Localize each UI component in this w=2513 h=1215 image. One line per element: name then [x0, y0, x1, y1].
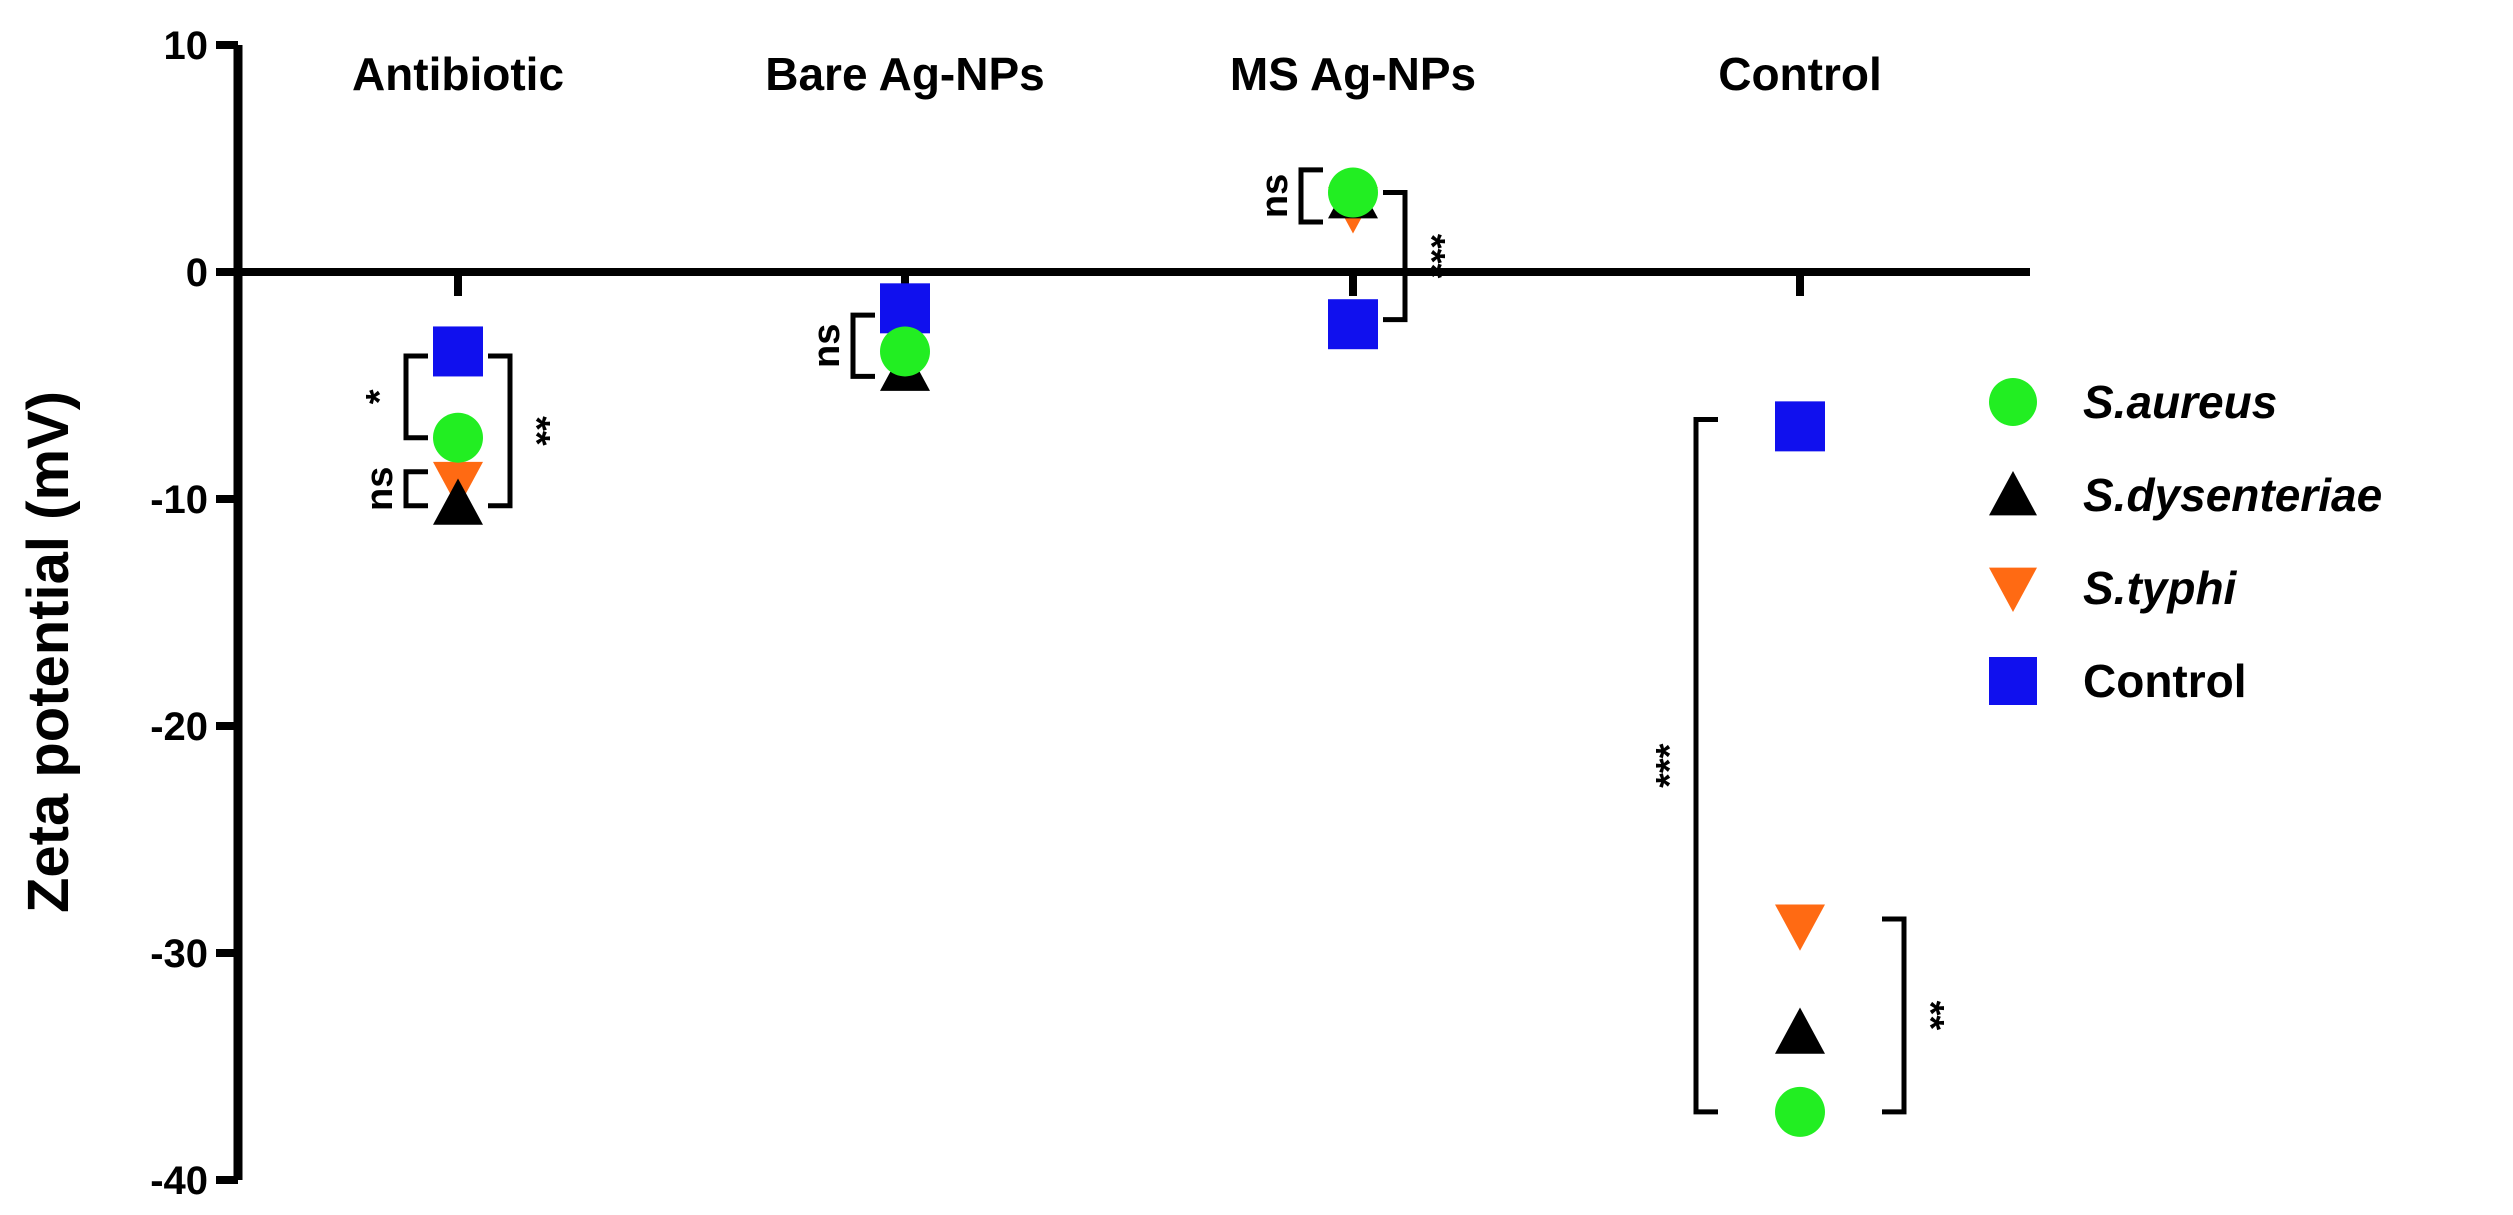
legend-marker: [1989, 567, 2037, 612]
category-label: Control: [1718, 48, 1882, 100]
significance-bracket: [488, 353, 513, 509]
y-axis: 10 0 -10 -20 -30 -40: [150, 24, 243, 1203]
significance-label: **: [1909, 1001, 1951, 1031]
data-point: [1775, 1007, 1825, 1054]
data-point: [433, 478, 483, 525]
significance-bracket: [1383, 190, 1408, 323]
significance-label: ***: [1649, 743, 1691, 788]
significance-bracket: [403, 353, 428, 441]
y-tick-label: -20: [150, 705, 208, 749]
data-point: [1328, 167, 1378, 218]
significance-label: *: [359, 389, 401, 404]
legend-label: S.aureus: [2083, 376, 2277, 428]
significance-bracket: [1298, 167, 1323, 225]
legend-label: S.dysenteriae: [2083, 469, 2382, 521]
category-label: MS Ag-NPs: [1230, 48, 1476, 100]
y-axis-title: Zeta potential (mV): [16, 391, 81, 913]
significance-label: ns: [806, 324, 848, 368]
significance-label: ns: [1254, 174, 1296, 218]
y-tick-label: -10: [150, 478, 208, 522]
significance-label: ***: [1410, 234, 1452, 279]
legend-label: Control: [2083, 655, 2247, 707]
significance-bracket: [1882, 916, 1907, 1115]
category-label: Bare Ag-NPs: [765, 48, 1044, 100]
data-point: [880, 283, 930, 334]
data-point: [1775, 401, 1825, 452]
significance-bracket: [1693, 417, 1718, 1115]
data-point: [1775, 904, 1825, 951]
legend-marker: [1989, 657, 2037, 705]
data-point: [1775, 1086, 1825, 1137]
legend-marker: [1989, 378, 2037, 426]
data-point: [433, 326, 483, 377]
data-point: [880, 326, 930, 377]
category-labels: Antibiotic Bare Ag-NPs MS Ag-NPs Control: [352, 48, 1882, 100]
y-tick-label: 0: [186, 251, 208, 295]
data-markers: [433, 167, 1825, 1137]
y-tick-label: -40: [150, 1159, 208, 1203]
significance-bracket: [850, 312, 875, 379]
y-tick-label: -30: [150, 932, 208, 976]
significance-label: **: [515, 416, 557, 446]
category-label: Antibiotic: [352, 48, 564, 100]
legend-label: S.typhi: [2083, 562, 2238, 614]
data-point: [1328, 299, 1378, 350]
legend-marker: [1989, 471, 2037, 516]
significance-bracket: [403, 469, 428, 509]
data-point: [433, 412, 483, 463]
y-tick-label: 10: [164, 24, 209, 68]
significance-label: ns: [359, 467, 401, 511]
